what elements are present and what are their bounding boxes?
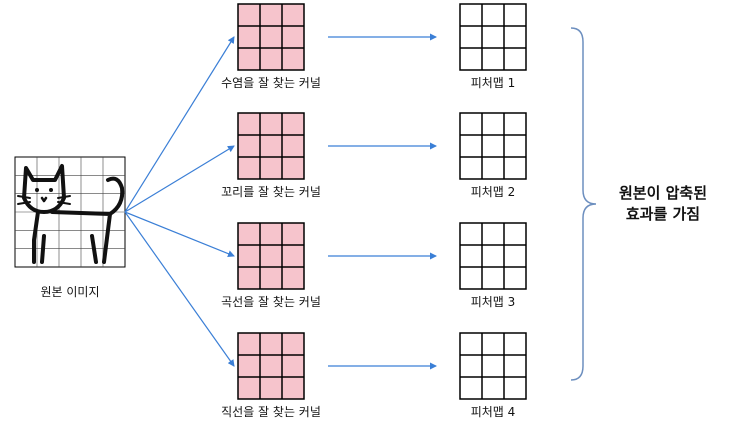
source-to-kernel-arrow xyxy=(124,36,235,213)
summary-line-1: 원본이 압축된 xyxy=(619,184,707,202)
kernel-row: 곡선을 잘 찾는 커널 피처맵 3 xyxy=(221,222,527,309)
kernel-label: 꼬리를 잘 찾는 커널 xyxy=(221,185,321,199)
source-image-label: 원본 이미지 xyxy=(40,285,99,299)
cat-icon xyxy=(17,164,125,264)
kernel-row: 수염을 잘 찾는 커널 피처맵 1 xyxy=(221,3,527,90)
summary-line-2: 효과를 가짐 xyxy=(626,205,700,223)
source-image: 원본 이미지 xyxy=(14,156,126,299)
kernel-grid xyxy=(237,112,305,180)
feature-map-grid xyxy=(459,332,527,400)
source-to-kernel-arrows xyxy=(124,36,235,367)
feature-map-grid xyxy=(459,222,527,290)
kernel-grid xyxy=(237,222,305,290)
kernel-row: 꼬리를 잘 찾는 커널 피처맵 2 xyxy=(221,112,527,199)
source-to-kernel-arrow xyxy=(124,211,235,367)
feature-map-label: 피처맵 1 xyxy=(471,76,516,90)
kernel-grid xyxy=(237,3,305,71)
kernel-label: 곡선을 잘 찾는 커널 xyxy=(221,295,321,309)
feature-map-grid xyxy=(459,3,527,71)
source-to-kernel-arrow xyxy=(124,145,235,213)
feature-map-label: 피처맵 3 xyxy=(471,295,516,309)
kernel-grid xyxy=(237,332,305,400)
feature-map-label: 피처맵 4 xyxy=(471,405,516,419)
kernel-label: 수염을 잘 찾는 커널 xyxy=(221,76,321,90)
source-to-kernel-arrow xyxy=(124,211,235,257)
kernel-row: 직선을 잘 찾는 커널 피처맵 4 xyxy=(221,332,527,419)
curly-brace xyxy=(570,27,597,381)
feature-map-label: 피처맵 2 xyxy=(471,185,516,199)
feature-map-grid xyxy=(459,112,527,180)
kernel-label: 직선을 잘 찾는 커널 xyxy=(221,405,321,419)
kernel-rows: 수염을 잘 찾는 커널 피처맵 1 꼬리를 잘 찾는 커널 피처맵 2 곡선을 잘 찾는… xyxy=(221,3,527,419)
